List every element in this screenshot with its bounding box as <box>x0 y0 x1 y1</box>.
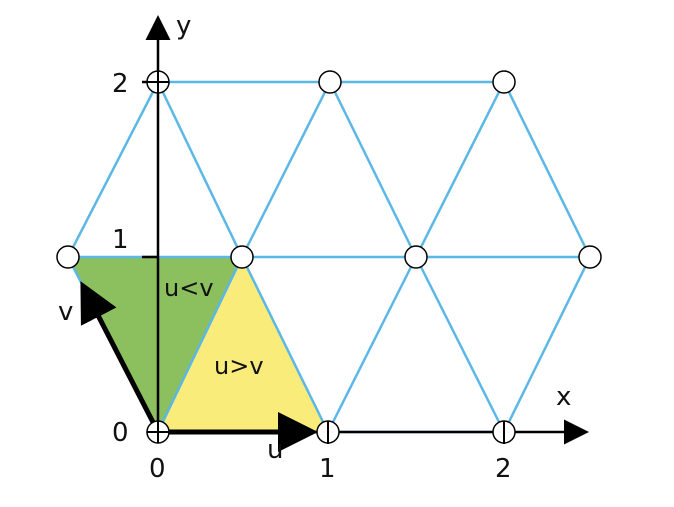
lattice-vertex <box>230 245 254 269</box>
grid-line <box>156 256 244 433</box>
vector-u-label: u <box>267 435 283 465</box>
y-tick-label-2: 2 <box>112 69 129 99</box>
lattice-vertex <box>318 70 342 94</box>
grid-line <box>414 81 506 258</box>
region-u-greater-v-label: u>v <box>214 352 264 380</box>
vector-v <box>80 281 161 434</box>
vector-v-label: v <box>58 297 73 327</box>
lattice-vertex <box>492 70 516 94</box>
grid-line <box>414 256 506 433</box>
lattice-vertex <box>56 245 80 269</box>
grid-line <box>502 81 592 258</box>
grid-line <box>66 81 160 258</box>
origin-cross <box>147 71 505 443</box>
basis-vectors <box>80 281 318 452</box>
y-tick-label-0: 0 <box>112 418 129 448</box>
y-tick-label-1: 1 <box>112 225 129 255</box>
grid-line <box>502 256 592 433</box>
grid-line <box>156 81 244 258</box>
region-u-greater-v <box>158 257 328 432</box>
lattice-vertices <box>56 70 602 444</box>
grid-line <box>240 81 332 258</box>
y-axis-label: y <box>176 11 191 41</box>
x-tick-label-1: 1 <box>319 454 336 484</box>
x-tick-label-2: 2 <box>495 454 512 484</box>
grid-line <box>240 256 330 433</box>
x-tick-label-0: 0 <box>149 454 166 484</box>
lattice-vertex <box>404 245 428 269</box>
region-u-less-v-label: u<v <box>164 274 214 302</box>
x-axis-label: x <box>556 382 571 412</box>
lattice-vertex <box>578 245 602 269</box>
grid-line <box>328 81 418 258</box>
grid-line <box>326 256 418 433</box>
